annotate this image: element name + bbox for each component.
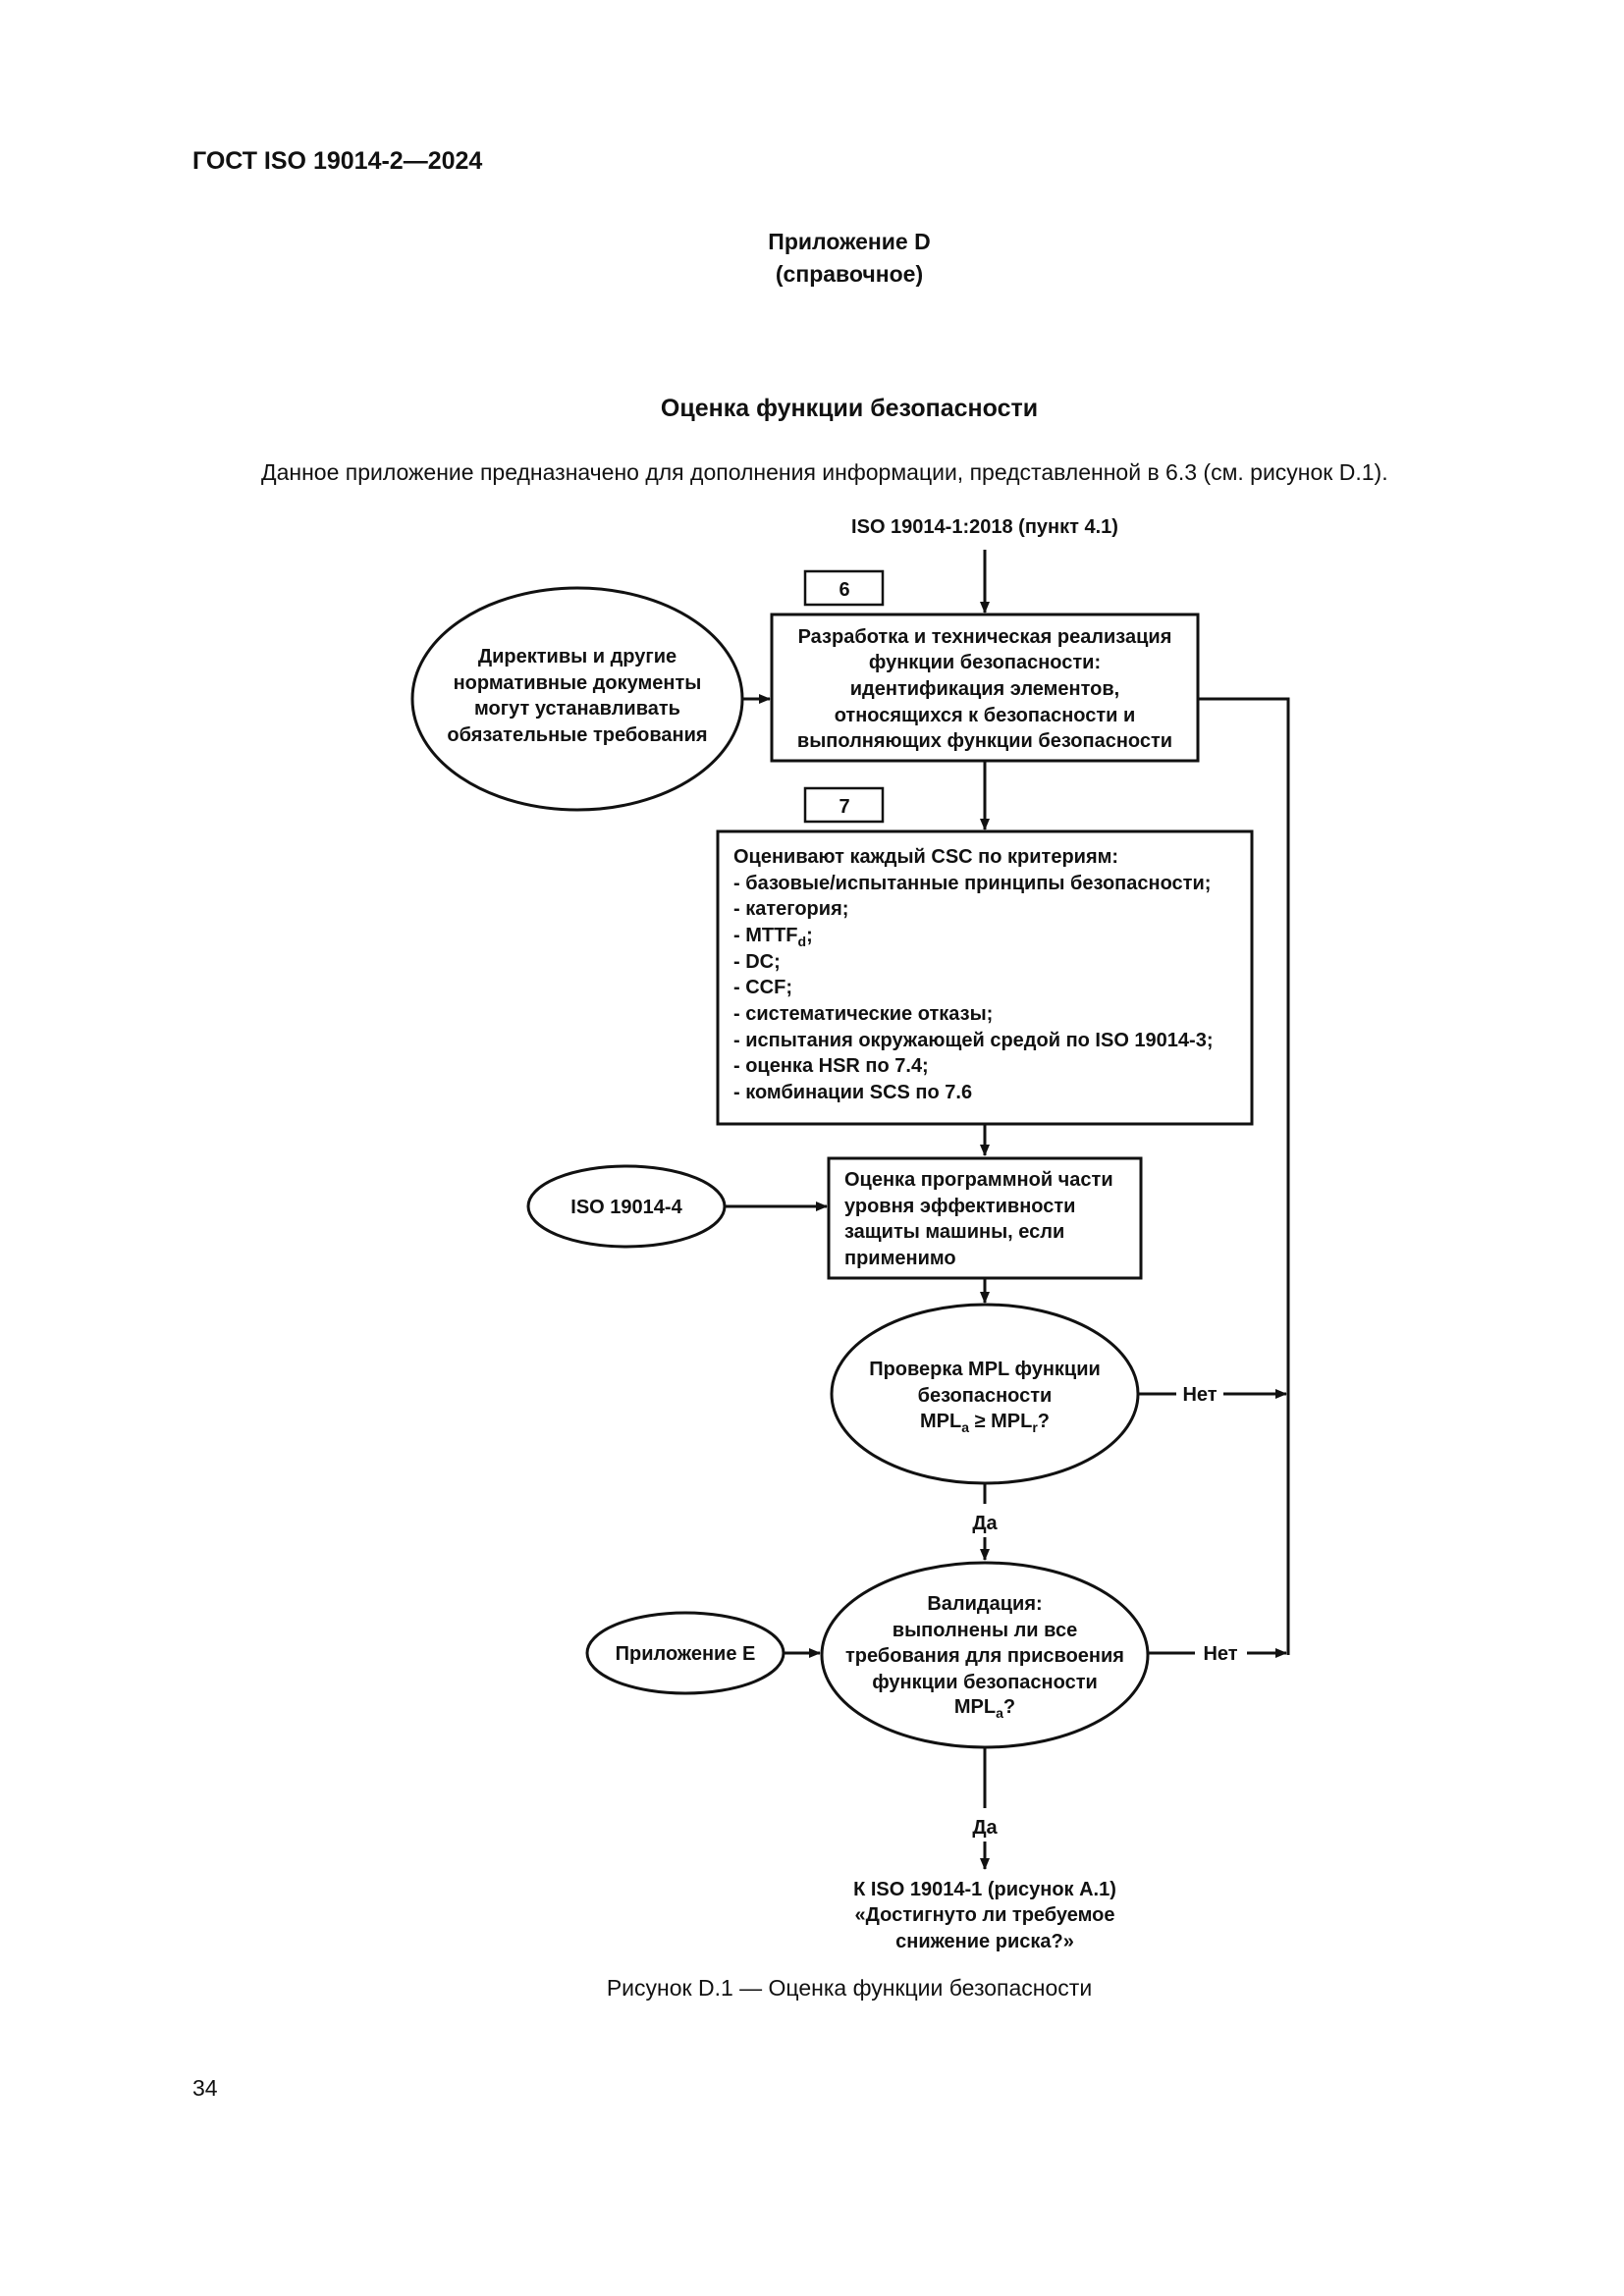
design-line-5: выполняющих функции безопасности	[797, 730, 1172, 752]
mpl-line-1: Проверка MPL функции	[869, 1359, 1101, 1380]
evaluate-line-6: - CCF;	[733, 977, 792, 998]
directives-line-2: нормативные документы	[454, 672, 702, 694]
evaluate-line-8: - испытания окружающей средой по ISO 190…	[733, 1030, 1214, 1051]
output-line-3: снижение риска?»	[895, 1931, 1074, 1952]
page-number: 34	[192, 2075, 218, 2101]
iso-19014-4-label: ISO 19014-4	[570, 1197, 682, 1218]
yes-label-2: Да	[972, 1817, 998, 1839]
design-line-3: идентификация элементов,	[850, 678, 1119, 700]
validation-line-1: Валидация:	[927, 1593, 1042, 1615]
output-line-1: К ISO 19014-1 (рисунок А.1)	[853, 1879, 1116, 1900]
no-label-1: Нет	[1182, 1384, 1217, 1406]
software-line-3: защиты машины, если	[844, 1221, 1064, 1243]
mpl-line-2: безопасности	[918, 1385, 1053, 1407]
design-line-2: функции безопасности:	[869, 652, 1101, 673]
document-code: ГОСТ ISO 19014-2—2024	[192, 147, 483, 175]
evaluate-box	[716, 829, 1254, 1126]
annex-subtitle: (справочное)	[775, 261, 924, 287]
validation-line-5: MPLa?	[954, 1696, 1015, 1721]
design-line-1: Разработка и техническая реализация	[798, 626, 1172, 648]
step-7-label: 7	[839, 796, 849, 818]
annex-heading: Приложение D (справочное)	[0, 226, 1624, 291]
evaluate-line-2: - базовые/испытанные принципы безопаснос…	[733, 873, 1211, 894]
annex-e-label: Приложение Е	[616, 1643, 756, 1665]
step-6-box	[803, 569, 885, 607]
figure-caption: Рисунок D.1 — Оценка функции безопасност…	[606, 1975, 1093, 2001]
directives-line-3: могут устанавливать	[474, 698, 680, 720]
software-line-2: уровня эффективности	[844, 1196, 1075, 1217]
validation-line-2: выполнены ли все	[893, 1620, 1077, 1641]
design-line-4: относящихся к безопасности и	[835, 705, 1136, 726]
evaluate-line-9: - оценка HSR по 7.4;	[733, 1055, 929, 1077]
evaluate-line-7: - систематические отказы;	[733, 1003, 993, 1025]
evaluate-line-1: Оценивают каждый CSC по критериям:	[733, 846, 1118, 868]
validation-line-4: функции безопасности	[872, 1672, 1098, 1693]
top-input-label: ISO 19014-1:2018 (пункт 4.1)	[851, 516, 1118, 538]
step-7-box	[803, 786, 885, 824]
mpl-line-3: MPLa ≥ MPLr?	[920, 1411, 1050, 1435]
step-6-label: 6	[839, 579, 849, 601]
evaluate-line-10: - комбинации SCS по 7.6	[733, 1082, 972, 1103]
software-line-1: Оценка программной части	[844, 1169, 1113, 1191]
section-title: Оценка функции безопасности	[660, 395, 1039, 422]
software-line-4: применимо	[844, 1248, 956, 1269]
evaluate-line-5: - DC;	[733, 951, 781, 973]
no-label-2: Нет	[1203, 1643, 1237, 1665]
directives-line-4: обязательные требования	[447, 724, 707, 746]
directives-line-1: Директивы и другие	[478, 646, 677, 667]
intro-paragraph: Данное приложение предназначено для допо…	[261, 459, 1388, 485]
yes-label-1: Да	[972, 1513, 998, 1534]
evaluate-line-4: - MTTFd;	[733, 925, 813, 949]
validation-line-3: требования для присвоения	[845, 1645, 1124, 1667]
output-line-2: «Достигнуто ли требуемое	[855, 1904, 1115, 1926]
annex-title: Приложение D	[768, 229, 931, 254]
right-feedback-line	[1198, 697, 1290, 1655]
evaluate-line-3: - категория;	[733, 898, 848, 920]
